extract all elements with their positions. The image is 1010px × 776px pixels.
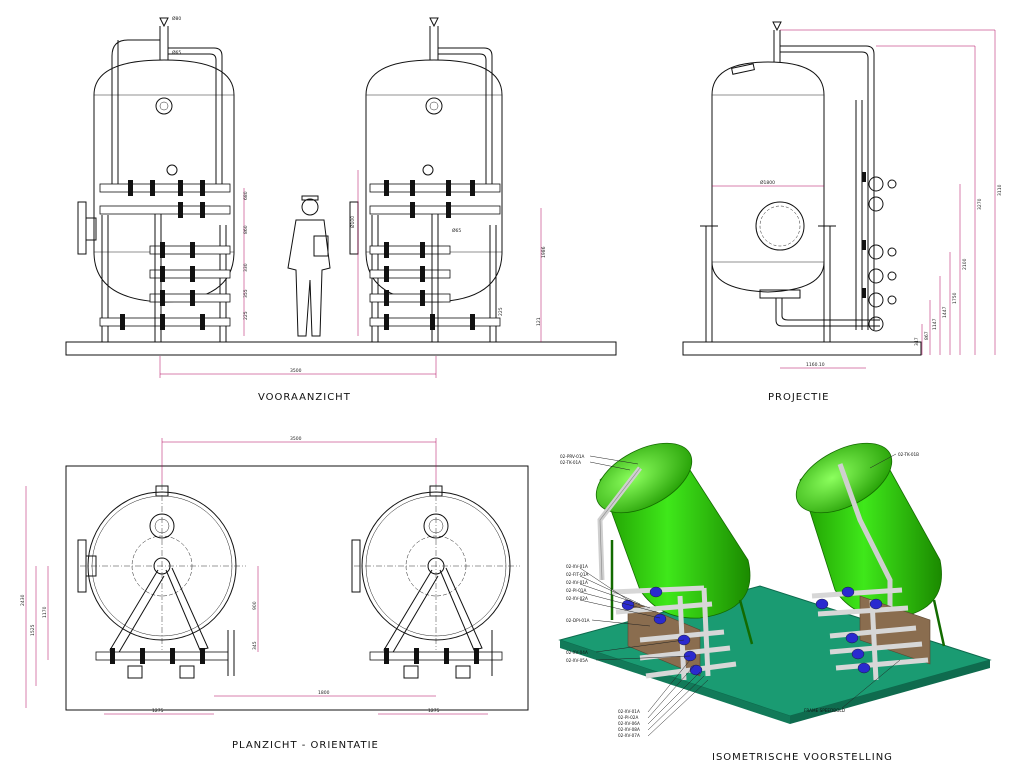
side-view-title: PROJECTIE	[768, 392, 829, 403]
front-vessel-left	[77, 17, 235, 342]
dim-plan-d3: 1170	[42, 606, 48, 618]
dim-side-h4: 1750	[952, 292, 958, 304]
side-view: Ø1800 1160.10 3110 3270 2100 1750 1447 1…	[682, 21, 1003, 403]
dim-front-pitch: 3500	[290, 368, 302, 374]
tag-bottom-1: 02-XV-01A	[618, 709, 640, 714]
front-base-plate	[65, 341, 617, 356]
plan-vessel-left	[77, 484, 246, 679]
dim-plan-d5: 345	[252, 641, 258, 650]
tag-mid-2: 02-XV-05A	[566, 658, 588, 663]
iso-piping-right	[811, 463, 931, 681]
dim-front-side-a: 680	[243, 191, 249, 200]
front-vessel-right	[349, 17, 503, 342]
tag-left-2: 02-FIT-01A	[566, 572, 588, 577]
tag-dpi-01a: 02-DPI-01A	[566, 618, 590, 623]
tag-left-1: 02-XV-01A	[566, 564, 588, 569]
dim-front-low-b: 121	[536, 317, 542, 326]
tag-frame: FRAME SPEEDBOLD	[804, 708, 845, 713]
dim-side-h5: 1447	[942, 306, 948, 318]
tag-tk-01a: 02-TK-01A	[560, 460, 581, 465]
plan-view: 3500 1800 1275 1275 2430 1525 1170 900 3…	[20, 436, 529, 751]
dim-side-h3: 2100	[962, 258, 968, 270]
dim-front-side-b: 860	[243, 225, 249, 234]
dim-plan-pitch-top: 3500	[290, 436, 302, 442]
operator-figure	[287, 195, 331, 337]
dim-front-vessel-height: 1986	[541, 246, 547, 258]
tag-bottom-3: 02-XV-06A	[618, 721, 640, 726]
dim-front-side-e: 225	[243, 311, 249, 320]
front-left-manifold	[99, 164, 231, 342]
plan-base-outline	[65, 465, 529, 711]
dim-side-width: 1160.10	[806, 362, 825, 368]
iso-tags: 02-PRV-01A 02-TK-01A 02-TK-01B 02-XV-01A…	[560, 452, 919, 738]
dim-front-side-c: 330	[243, 263, 249, 272]
dim-front-mid: Ø65	[452, 227, 461, 234]
tag-left-5: 02-XV-02A	[566, 596, 588, 601]
dim-front-side-d: 355	[243, 289, 249, 298]
dim-side-diameter: Ø1800	[760, 179, 775, 186]
tag-bottom-5: 02-XV-07A	[618, 733, 640, 738]
dim-side-h2: 3270	[977, 198, 983, 210]
tag-left-4: 02-PI-01A	[566, 588, 586, 593]
front-dimensions: 3500 1986 Ø80 Ø65 680 860 330 355 225 Ø1…	[159, 15, 547, 378]
dim-plan-d2: 1525	[30, 624, 36, 636]
dim-plan-half-right: 1275	[428, 708, 440, 714]
dim-side-h1: 3110	[997, 184, 1003, 196]
dim-plan-depth: 2430	[20, 594, 26, 606]
dim-side-h7: 867	[924, 331, 930, 340]
tag-left-3: 02-XV-01A	[566, 580, 588, 585]
dim-side-h8: 347	[914, 337, 920, 346]
tag-mid-1: 02-XV-04A	[566, 650, 588, 655]
dim-front-side-f: Ø100	[349, 216, 356, 228]
dim-front-top-conn: Ø65	[172, 49, 181, 56]
tag-tk-01b: 02-TK-01B	[898, 452, 919, 457]
iso-view-title: ISOMETRISCHE VOORSTELLING	[712, 752, 893, 763]
dim-front-low-a: 225	[498, 307, 504, 316]
front-view-title: VOORAANZICHT	[258, 392, 351, 403]
dim-plan-pitch-bottom: 1800	[318, 690, 330, 696]
plan-view-title: PLANZICHT - ORIENTATIE	[232, 740, 379, 751]
side-base-plate	[682, 341, 922, 356]
front-right-manifold	[369, 164, 501, 342]
side-dimensions: Ø1800 1160.10 3110 3270 2100 1750 1447 1…	[712, 29, 1003, 369]
plan-vessel-right	[351, 484, 520, 679]
plan-dimensions: 3500 1800 1275 1275 2430 1525 1170 900 3…	[20, 436, 488, 715]
tag-prv-01a: 02-PRV-01A	[560, 454, 585, 459]
dim-plan-half-left: 1275	[152, 708, 164, 714]
tag-bottom-4: 02-XV-08A	[618, 727, 640, 732]
side-valve-stack	[862, 172, 897, 332]
front-view: 3500 1986 Ø80 Ø65 680 860 330 355 225 Ø1…	[65, 15, 617, 403]
dim-plan-d4: 900	[252, 601, 258, 610]
isometric-view: 02-PRV-01A 02-TK-01A 02-TK-01B 02-XV-01A…	[558, 442, 992, 763]
tag-bottom-2: 02-PI-02A	[618, 715, 638, 720]
dim-side-h6: 1147	[932, 318, 938, 330]
dim-front-nozzle-top: Ø80	[172, 15, 181, 22]
